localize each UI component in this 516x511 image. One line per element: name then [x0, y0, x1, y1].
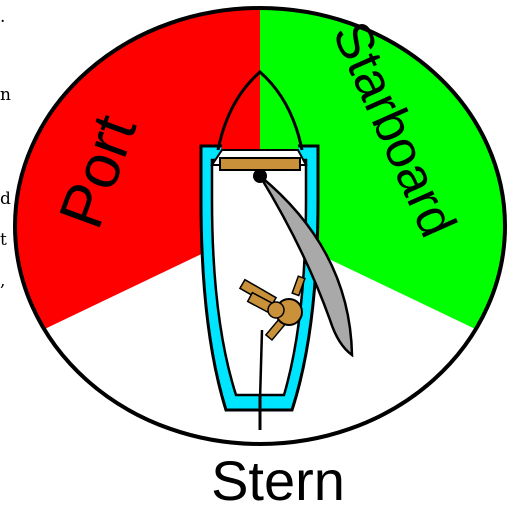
edge-text-fragment: n [0, 85, 11, 105]
hull-inner [212, 160, 306, 395]
edge-text-fragment: d [0, 189, 11, 209]
mast-icon [253, 169, 267, 183]
edge-text-fragment: t [0, 230, 7, 250]
sailor-body [268, 302, 284, 318]
stern-label: Stern [211, 449, 345, 511]
thwart [220, 158, 300, 170]
edge-text-fragment: . [0, 7, 5, 27]
edge-text-fragment: , [0, 271, 5, 291]
